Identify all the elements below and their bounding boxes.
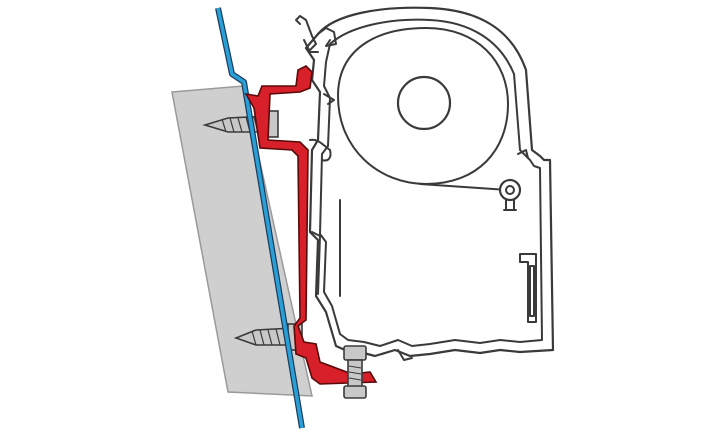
wall-line-fill (216, 7, 304, 429)
roller-axle (396, 75, 452, 131)
bottom-hook (397, 349, 413, 361)
pivot-pin (498, 178, 522, 202)
fabric-tail (419, 183, 509, 191)
pivot-pin-core (505, 185, 515, 195)
side-clip-right (517, 149, 529, 159)
pivot-stem (503, 199, 517, 211)
lower-channel (519, 253, 537, 323)
side-channel-mid (323, 93, 335, 105)
mounting-bracket (244, 65, 378, 385)
housing-rib-2 (311, 231, 321, 295)
top-clip (303, 39, 319, 53)
top-hook (295, 15, 337, 51)
housing-inner-outline (319, 18, 543, 347)
fabric-roll (337, 27, 509, 185)
awning-housing (304, 6, 555, 358)
side-channel-upper (309, 138, 332, 162)
bolt-icon (343, 345, 367, 399)
wall-panel (171, 85, 313, 397)
lower-channel-inner (529, 265, 535, 317)
